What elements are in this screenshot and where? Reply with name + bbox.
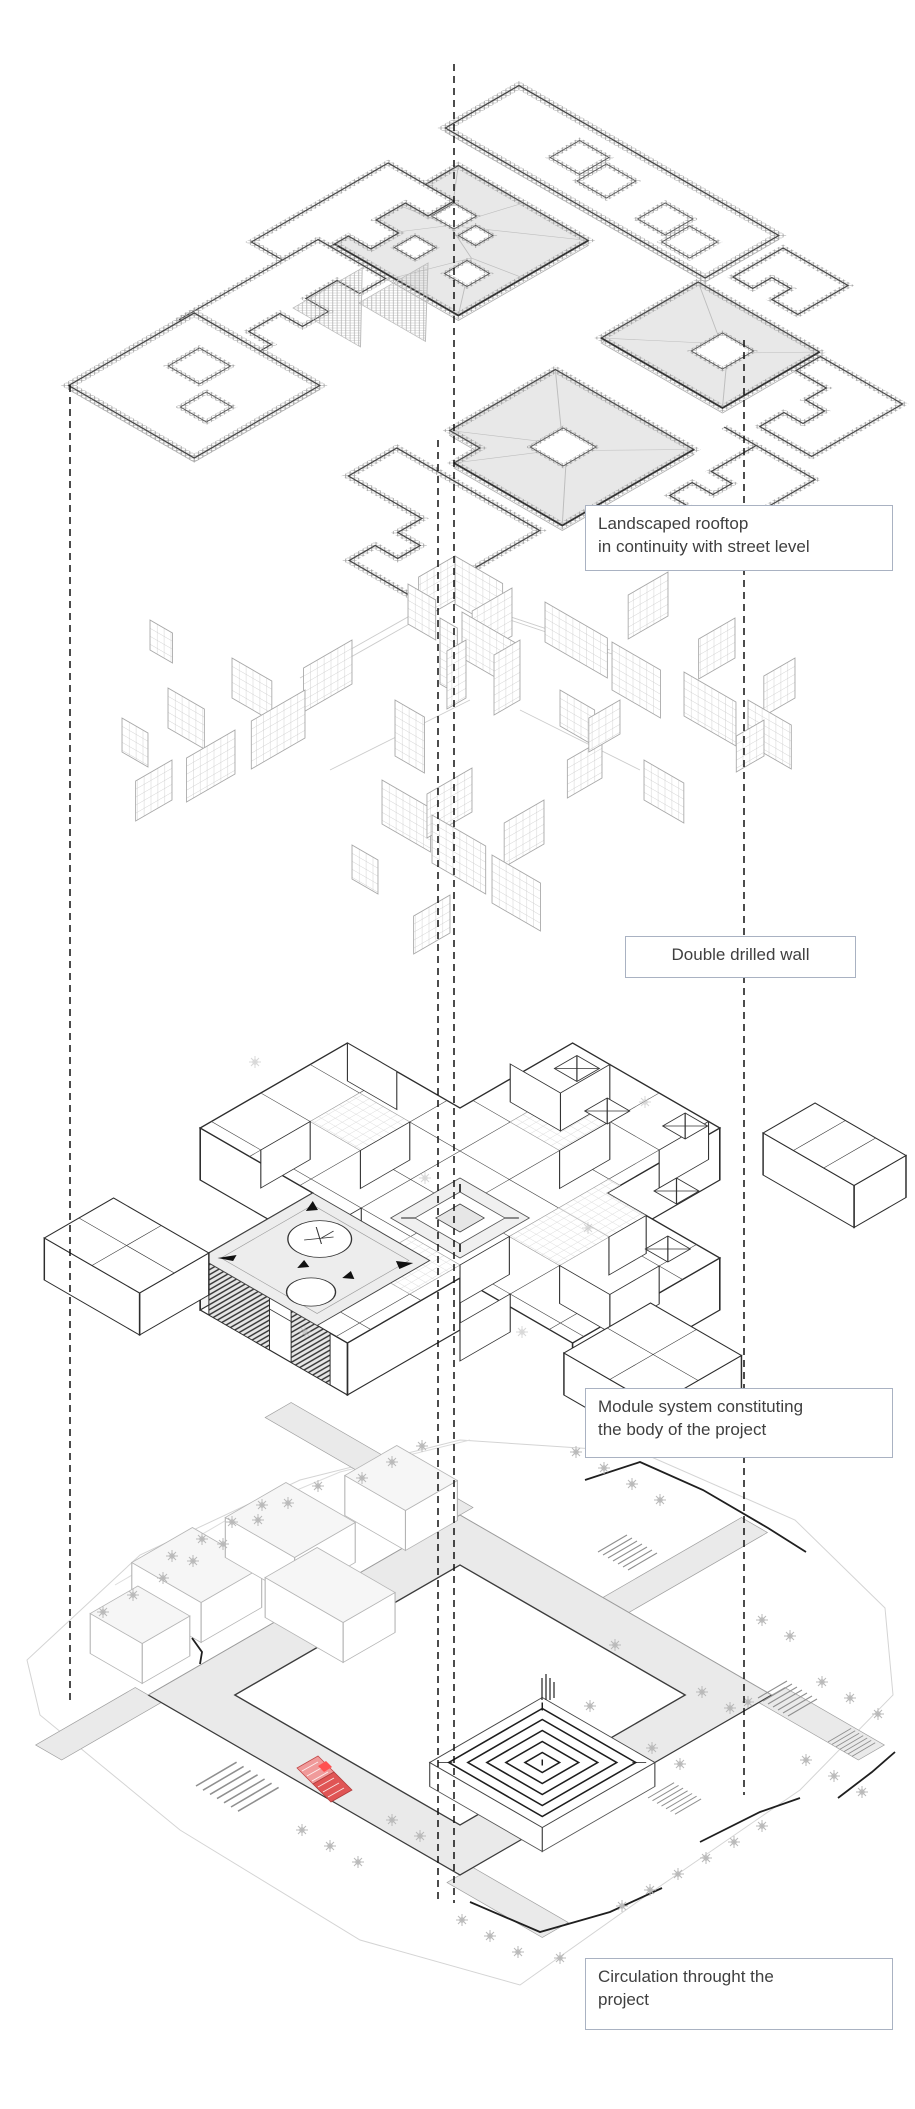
label-rooftop-line1: Landscaped rooftop bbox=[598, 514, 749, 533]
circulation-lines bbox=[191, 1461, 896, 1933]
layer-rooftop bbox=[60, 81, 909, 605]
roof-plate-west bbox=[60, 308, 328, 463]
roof-plate-ne bbox=[437, 81, 787, 283]
red-ramp bbox=[296, 1755, 353, 1803]
maze-spire bbox=[541, 1674, 555, 1700]
maze-platform bbox=[428, 1696, 656, 1853]
label-drilled-wall: Double drilled wall bbox=[625, 936, 856, 978]
layer-modules bbox=[43, 996, 908, 1449]
label-circulation-line2: project bbox=[598, 1989, 650, 2009]
roof-meander-east bbox=[663, 353, 909, 533]
label-rooftop: Landscaped rooftop in continuity with st… bbox=[585, 505, 893, 571]
roof-hip-south bbox=[442, 365, 701, 531]
guide-lines bbox=[69, 64, 745, 1903]
roof-ramp-triangles bbox=[292, 262, 429, 348]
label-modules-line1: Module system constituting bbox=[598, 1397, 804, 1416]
roof-meander-ne bbox=[726, 244, 855, 318]
label-circulation-line1: Circulation throught the bbox=[598, 1967, 774, 1986]
label-circulation: Circulation throught the project bbox=[585, 1958, 893, 2030]
roof-hip-east bbox=[594, 278, 827, 414]
label-rooftop-line2: in continuity with street level bbox=[598, 536, 810, 556]
site-boundary bbox=[26, 1439, 894, 1986]
courtyard bbox=[199, 1192, 431, 1327]
roof-frame-boxes bbox=[553, 1055, 709, 1263]
layer-circulation bbox=[26, 1402, 896, 1986]
label-modules-line2: the body of the project bbox=[598, 1419, 767, 1439]
label-drilled-wall-line1: Double drilled wall bbox=[671, 945, 810, 964]
site-buildings bbox=[89, 1445, 459, 1685]
central-core bbox=[389, 1177, 531, 1259]
label-modules: Module system constituting the body of t… bbox=[585, 1388, 893, 1458]
layer-drilled-wall bbox=[121, 555, 796, 955]
